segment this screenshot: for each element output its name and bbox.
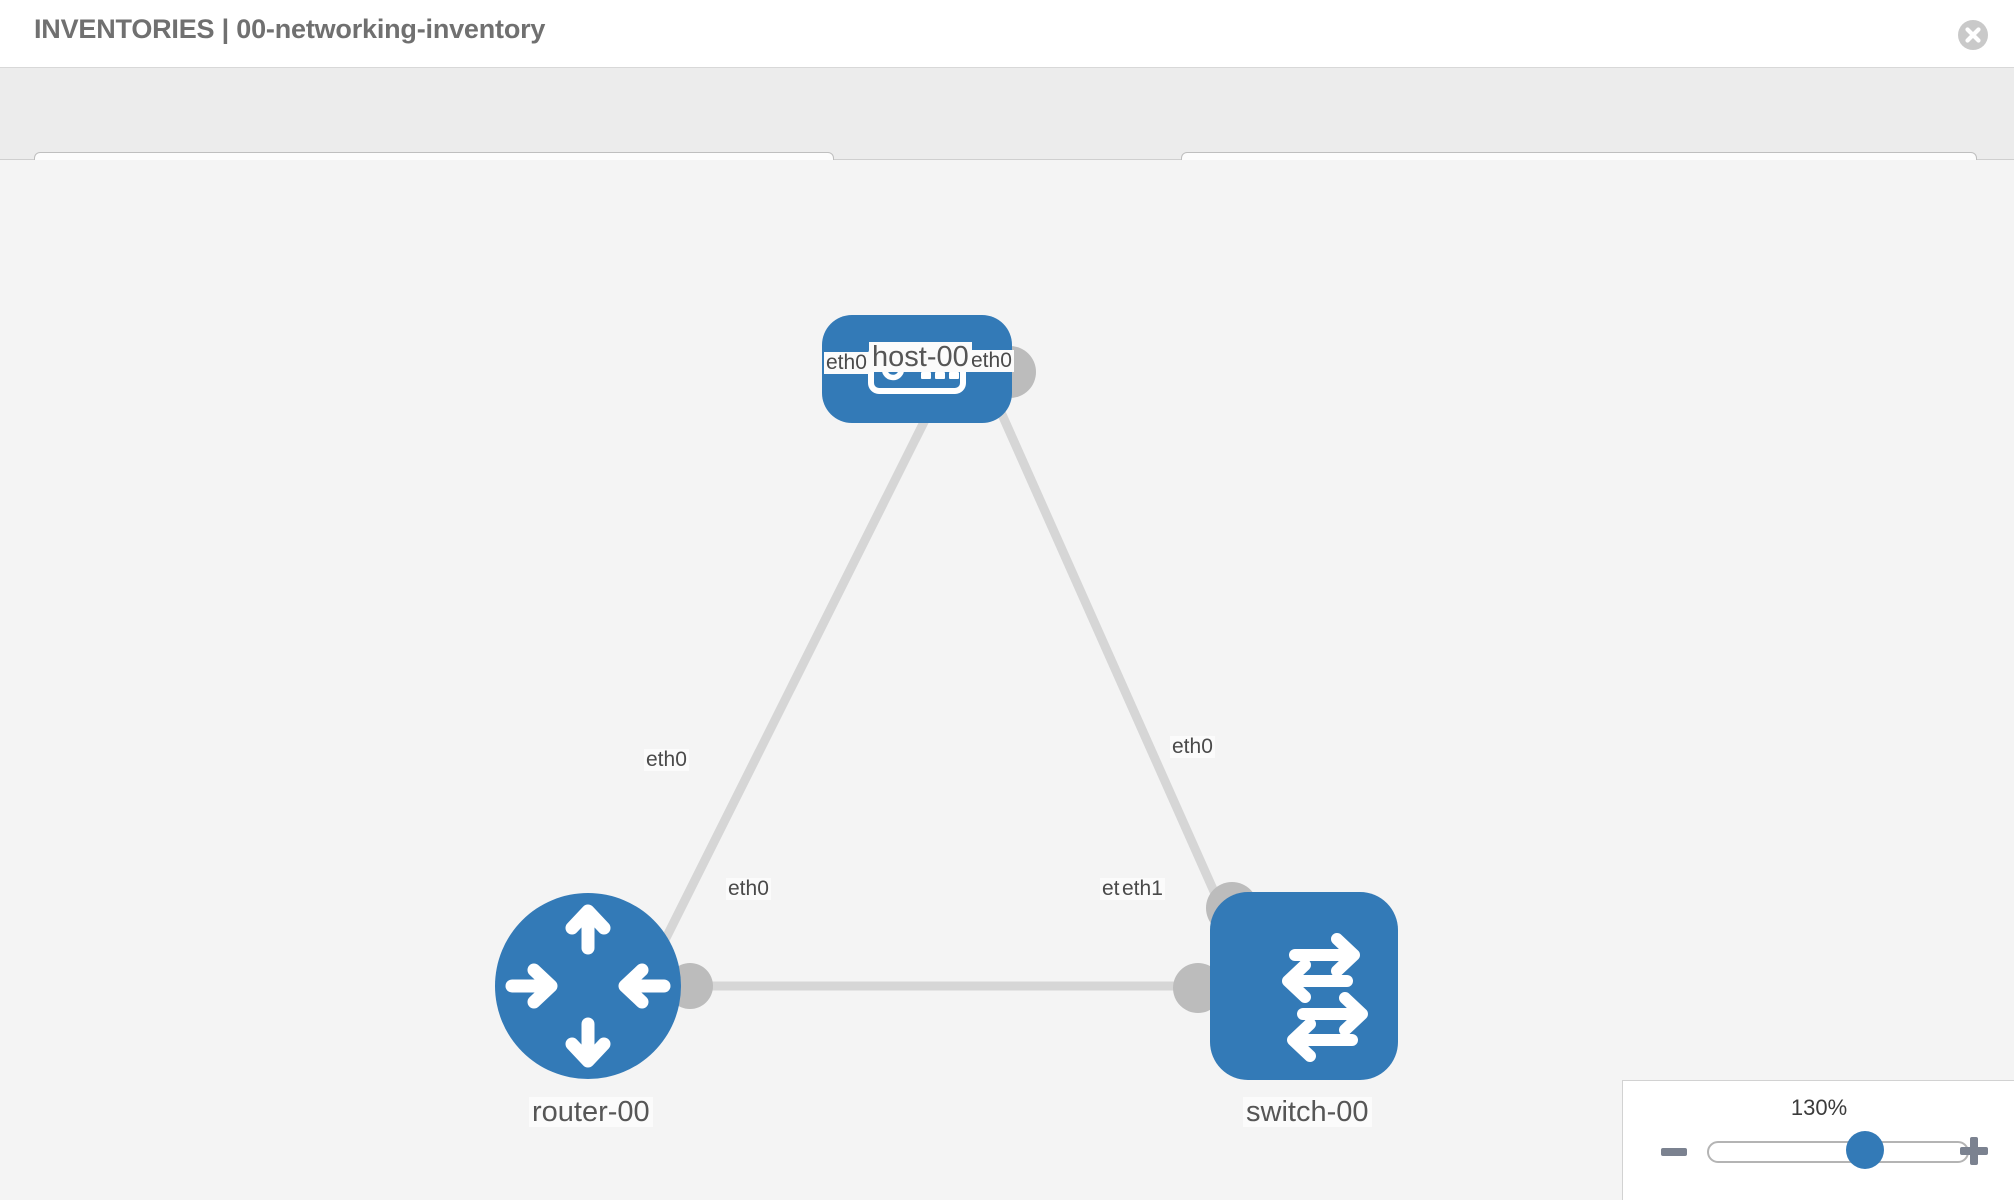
minus-icon[interactable]	[1659, 1141, 1689, 1163]
plus-icon[interactable]	[1958, 1135, 1990, 1167]
node-label-host-00: host-00	[869, 342, 972, 372]
zoom-control: 130%	[1622, 1080, 2014, 1200]
link-host-router	[655, 407, 935, 953]
topology-canvas[interactable]: eth0 eth0 eth0 eth0 eth0 eth eth1 host-0…	[0, 160, 2014, 1200]
page-header: INVENTORIES | 00-networking-inventory	[0, 0, 2014, 68]
topology-graph	[495, 315, 1398, 1080]
toolbar: ACTIONS SEARCH	[0, 68, 2014, 206]
node-router-00[interactable]	[495, 893, 681, 1079]
node-switch-00[interactable]	[1210, 892, 1398, 1080]
node-label-switch-00: switch-00	[1243, 1097, 1372, 1127]
iface-label: eth0	[824, 351, 869, 375]
iface-label: eth0	[644, 748, 689, 772]
zoom-slider-track[interactable]	[1707, 1141, 1969, 1163]
page-title: INVENTORIES | 00-networking-inventory	[34, 14, 546, 44]
zoom-level-value: 130%	[1790, 1095, 1848, 1120]
four-arrows-inward-icon	[505, 904, 671, 1068]
zoom-slider-thumb[interactable]	[1845, 1131, 1884, 1169]
iface-label: eth1	[1120, 877, 1165, 901]
iface-label: eth0	[726, 877, 771, 901]
connector-nubs	[667, 346, 1258, 1013]
close-icon[interactable]	[1957, 19, 1989, 51]
iface-label: eth0	[969, 349, 1014, 373]
node-label-router-00: router-00	[529, 1097, 653, 1127]
iface-label: eth0	[1170, 735, 1215, 759]
link-host-switch	[995, 408, 1245, 952]
bidirectional-arrows-icon	[1282, 933, 1368, 1062]
